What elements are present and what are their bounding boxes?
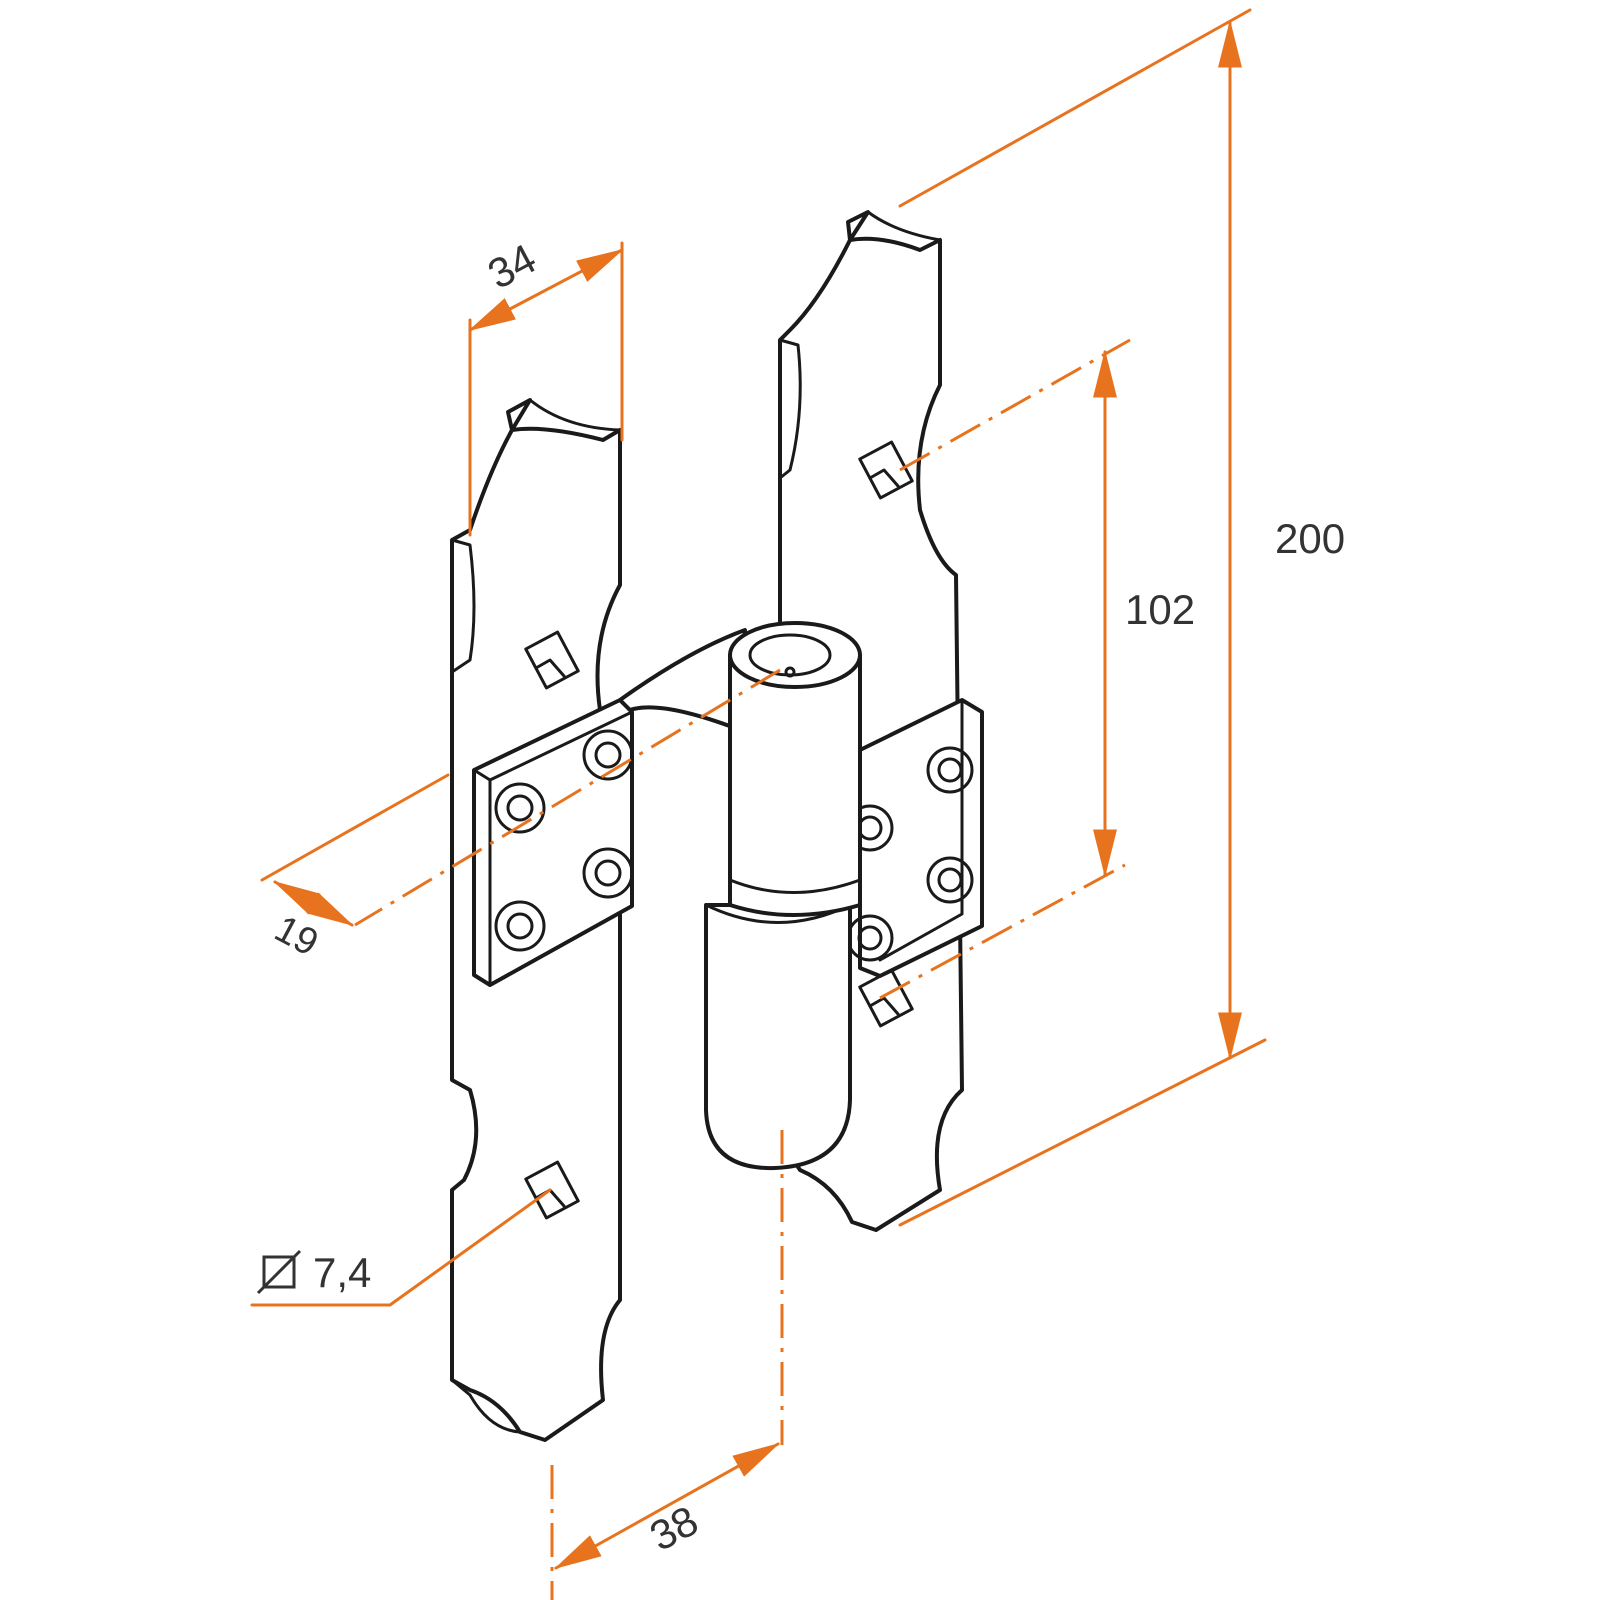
dim-label-102: 102 bbox=[1125, 586, 1195, 633]
dim-label-34: 34 bbox=[480, 235, 543, 298]
dim-label-200: 200 bbox=[1275, 515, 1345, 562]
left-plate-screw-holes bbox=[494, 729, 634, 952]
left-hinge-leaf bbox=[450, 398, 634, 1442]
right-mounting-plate bbox=[858, 698, 984, 978]
dimension-lines bbox=[250, 8, 1267, 1600]
lower-barrel bbox=[704, 903, 852, 1171]
hinge-knuckle bbox=[618, 621, 862, 1171]
upper-barrel bbox=[728, 653, 862, 917]
right-plate-screw-holes bbox=[846, 746, 974, 962]
square-diameter-icon bbox=[256, 1249, 302, 1295]
dim-label-hole-diameter: 7,4 bbox=[313, 1249, 371, 1296]
dim-label-38: 38 bbox=[642, 1497, 705, 1560]
dim-label-19: 19 bbox=[268, 908, 325, 965]
